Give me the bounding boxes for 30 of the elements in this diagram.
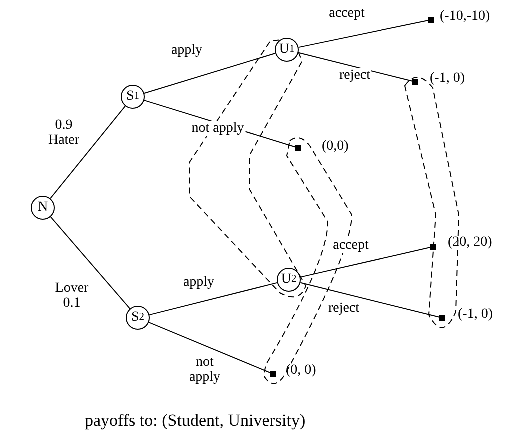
payoff-label: (0,0) xyxy=(322,140,349,155)
payoff-label: (-1, 0) xyxy=(458,308,493,323)
tree-branch xyxy=(148,322,271,374)
terminal-node xyxy=(270,371,276,377)
edge-label: apply xyxy=(170,43,204,58)
payoff-label: (20, 20) xyxy=(448,236,492,251)
edge-label: reject xyxy=(338,68,372,84)
terminal-node xyxy=(412,79,418,85)
tree-branch xyxy=(300,282,440,318)
tree-branch xyxy=(298,20,429,48)
tree-branch xyxy=(300,247,431,278)
terminal-node xyxy=(428,17,434,23)
tree-branch xyxy=(50,106,126,200)
decision-node: N xyxy=(31,196,55,220)
edge-label: accept xyxy=(328,6,366,22)
terminal-node xyxy=(295,145,301,151)
edge-label: reject xyxy=(327,301,361,316)
terminal-node xyxy=(430,244,436,250)
payoff-label: (-10,-10) xyxy=(440,10,490,25)
terminal-node xyxy=(439,315,445,321)
edge-label: accept xyxy=(332,238,370,254)
tree-branch xyxy=(144,53,276,94)
tree-branch xyxy=(298,52,413,82)
payoff-label: (0, 0) xyxy=(286,364,316,379)
caption: payoffs to: (Student, University) xyxy=(85,412,306,430)
tree-branch xyxy=(149,282,278,316)
payoff-label: (-1, 0) xyxy=(430,72,465,87)
tree-branch xyxy=(50,216,131,310)
edge-label: apply xyxy=(182,275,216,290)
edge-label: not apply xyxy=(190,121,246,136)
